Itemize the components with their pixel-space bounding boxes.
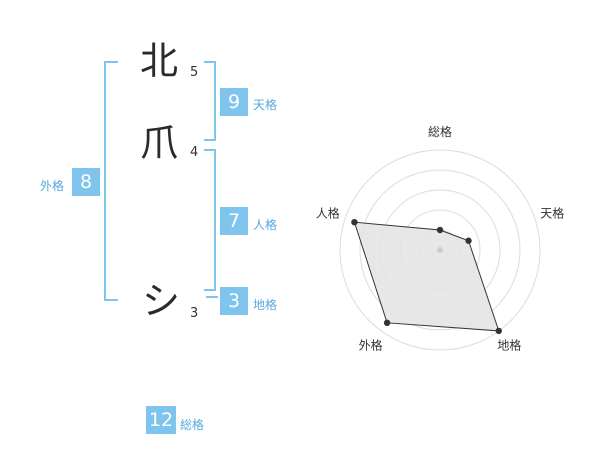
radar-point-3 (495, 327, 502, 335)
radar-data-area (353, 221, 500, 332)
gaikaku-bracket (104, 61, 118, 301)
tenkaku-value: 9 (220, 88, 248, 116)
radar-grid-ring (339, 149, 541, 351)
radar-axis-label-2: 天格 (540, 206, 564, 221)
radar-point-4 (383, 319, 391, 327)
chikaku-label: 地格 (253, 298, 278, 312)
stroke-count-1: 5 (190, 65, 199, 80)
soukaku-value: 12 (146, 406, 176, 434)
name-char-1: 北 (140, 39, 179, 83)
jinkaku-value: 7 (220, 207, 248, 235)
radar-point-5 (351, 218, 358, 226)
radar-center-dot (437, 247, 443, 253)
chikaku-bracket (206, 296, 218, 298)
gaikaku-value: 8 (72, 168, 100, 196)
radar-axis-label-1: 総格 (428, 124, 452, 139)
radar-axis-label-5: 人格 (316, 206, 340, 221)
radar-grid-ring (359, 169, 521, 331)
jinkaku-bracket (204, 149, 216, 291)
radar-axis-label-4: 外格 (359, 337, 383, 352)
chikaku-value: 3 (220, 287, 248, 315)
tenkaku-bracket (204, 61, 216, 141)
gaikaku-label: 外格 (40, 179, 65, 193)
name-char-3: シ (142, 279, 181, 323)
radar-point-2 (465, 237, 472, 244)
radar-axis-label-3: 地格 (497, 337, 521, 352)
radar-point-1 (436, 226, 444, 234)
stroke-count-2: 4 (190, 145, 199, 160)
stroke-count-3: 3 (190, 306, 199, 321)
jinkaku-label: 人格 (253, 218, 278, 232)
name-char-2: 爪 (140, 121, 179, 165)
soukaku-label: 総格 (180, 418, 205, 432)
tenkaku-label: 天格 (253, 98, 278, 112)
